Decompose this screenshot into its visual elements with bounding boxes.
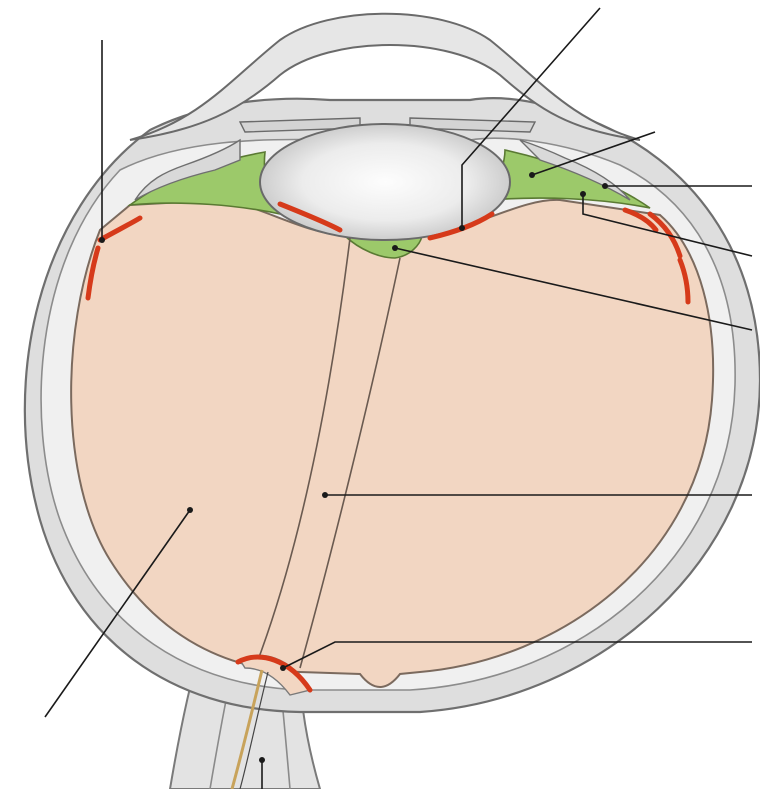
leader-dot-retrolental-space <box>392 245 398 251</box>
leader-dot-lens-attachment <box>459 225 465 231</box>
leader-dot-optic-nerve <box>259 757 265 763</box>
leader-dot-vitreous-base <box>580 191 586 197</box>
leader-dot-zonular-space <box>529 172 535 178</box>
leader-dot-optic-disc-attachment <box>280 665 286 671</box>
leader-dot-vitreous-body <box>187 507 193 513</box>
leader-dot-ciliary-body <box>602 183 608 189</box>
leader-dot-ora-serrata-left <box>99 237 105 243</box>
leader-dot-hyaloid-canal <box>322 492 328 498</box>
